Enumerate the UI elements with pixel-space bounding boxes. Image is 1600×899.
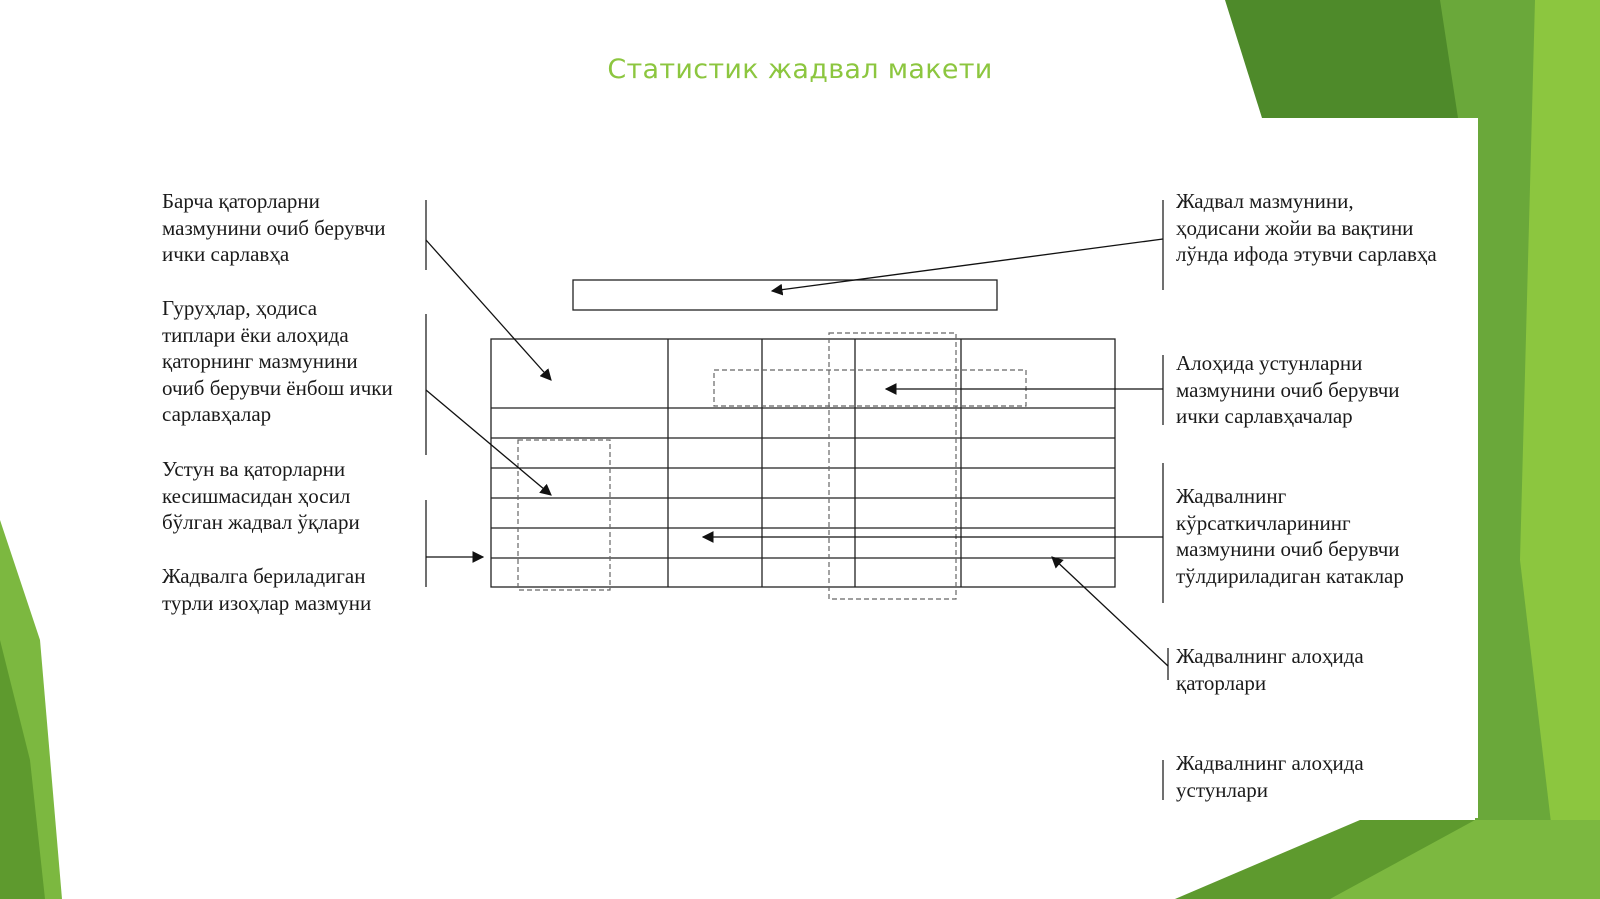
label-rows: Жадвалнинг алоҳида қаторлари — [1176, 644, 1364, 695]
bg-facet-bottom-right-light — [1330, 820, 1600, 899]
arrow-side-headers — [425, 389, 552, 496]
arrow-main-title — [770, 238, 1164, 296]
arrows — [425, 238, 1169, 667]
label-row-headers-inner: Барча қаторларни мазмунини очиб берувчи … — [162, 189, 386, 266]
arrow-row-headers — [425, 239, 552, 381]
slide-title: Статистик жадвал макети — [607, 54, 993, 85]
label-notes: Жадвалга бериладиган турли изоҳлар мазму… — [162, 564, 372, 615]
bg-facet-top-right-light — [1520, 0, 1600, 899]
dashed-side-headers — [517, 439, 611, 591]
arrow-rows — [1051, 556, 1169, 667]
bg-facet-left-dark — [0, 640, 45, 899]
table-grid — [490, 338, 1116, 588]
label-columns: Жадвалнинг алоҳида устунлари — [1176, 751, 1364, 802]
label-indicator-cells: Жадвалнинг кўрсаткичларининг мазмунини о… — [1176, 484, 1404, 588]
dashed-column-subheaders — [713, 369, 1027, 407]
dashed-column — [828, 332, 957, 600]
label-table-cells: Устун ва қаторларни кесишмасидан ҳосил б… — [162, 457, 360, 534]
content-panel — [1200, 118, 1478, 818]
label-column-subheaders: Алоҳида устунларни мазмунини очиб берувч… — [1176, 351, 1400, 428]
bg-facet-top-right-dark — [1225, 0, 1460, 118]
table-title-box — [572, 279, 998, 311]
dashed-highlights — [517, 332, 1027, 600]
label-brackets — [425, 200, 1169, 800]
label-main-title: Жадвал мазмунини, ҳодисани жойи ва вақти… — [1176, 189, 1437, 266]
table-outline — [490, 338, 1116, 588]
label-side-headers: Гуруҳлар, ҳодиса типлари ёки алоҳида қат… — [162, 296, 393, 426]
